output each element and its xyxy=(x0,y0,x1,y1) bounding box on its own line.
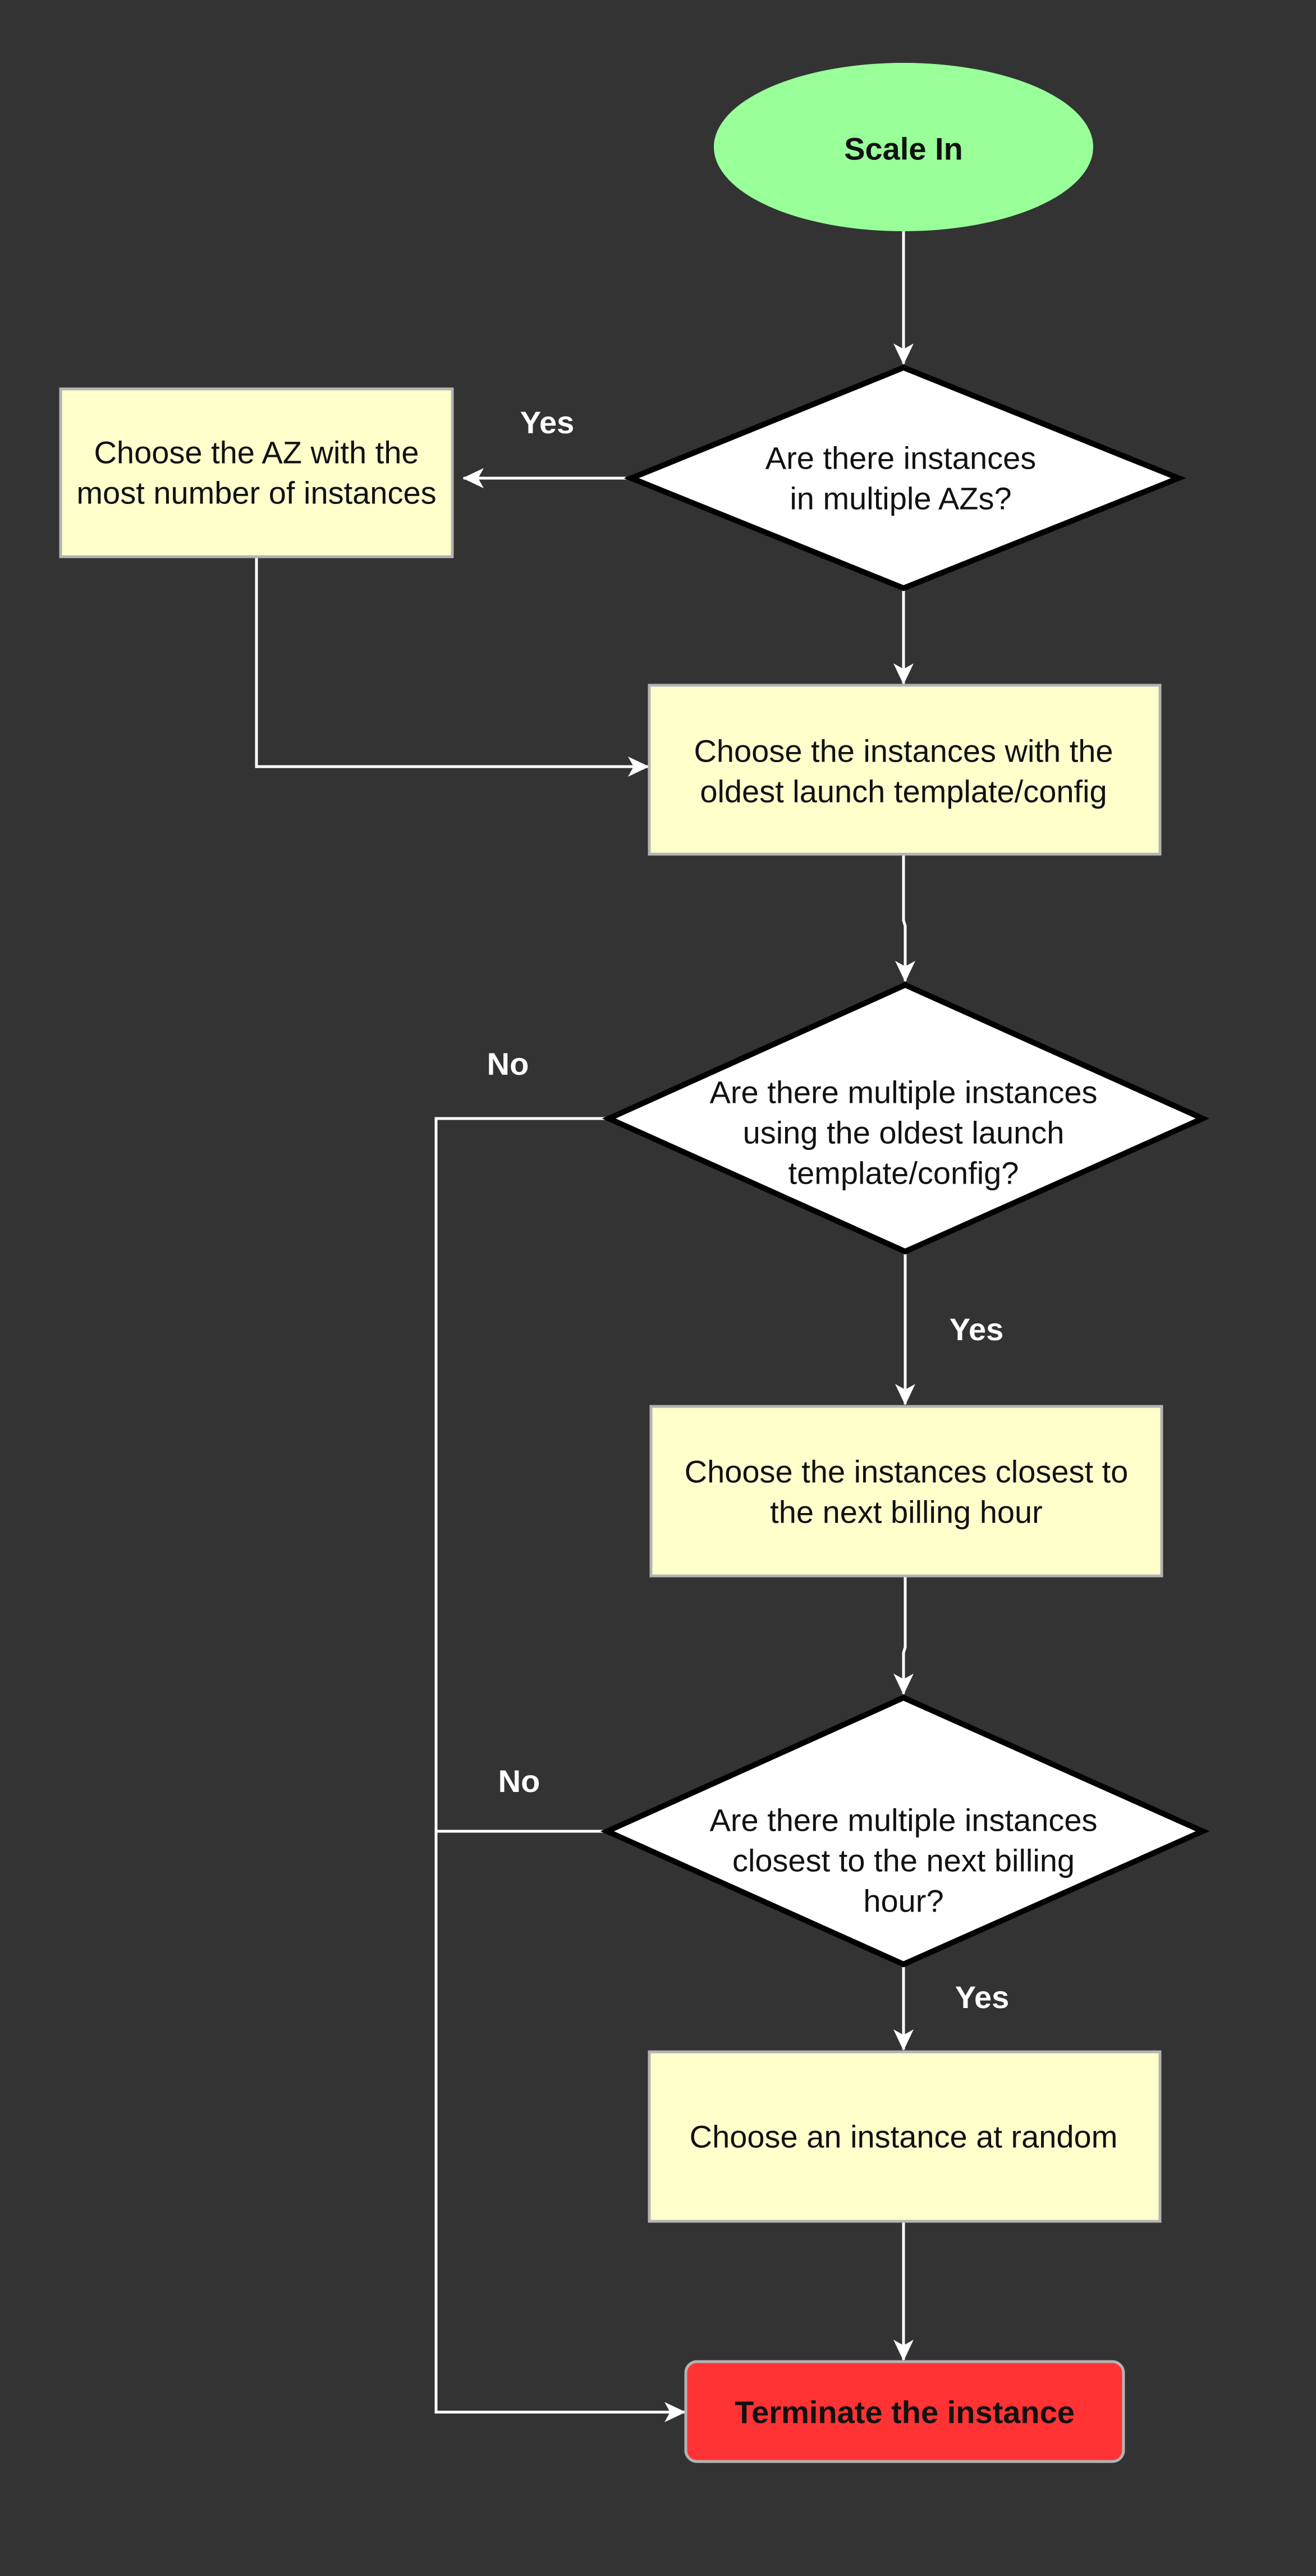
label-line: Are there multiple instances xyxy=(709,1803,1097,1838)
start-label: Scale In xyxy=(844,131,963,166)
decision-multiple-azs: Are there instances in multiple AZs? xyxy=(623,364,1186,592)
label-line: oldest launch template/config xyxy=(700,774,1107,809)
edge-labels: Yes No Yes No Yes xyxy=(487,405,1010,2015)
label-line: Are there instances xyxy=(765,441,1036,476)
label-line: most number of instances xyxy=(76,475,436,511)
label-line: Terminate the instance xyxy=(735,2394,1075,2430)
edge-label-billing-hour-no: No xyxy=(498,1763,540,1799)
choose-oldest-template-label: Choose the instances with the oldest laun… xyxy=(694,734,1113,809)
label-line: the next billing hour xyxy=(770,1495,1043,1530)
edge-label-oldest-template-no: No xyxy=(487,1046,529,1081)
terminate-label: Terminate the instance xyxy=(735,2394,1075,2430)
label-line: Choose an instance at random xyxy=(690,2119,1118,2155)
edge-choose-az-to-oldest-template xyxy=(255,557,649,777)
label-line: in multiple AZs? xyxy=(790,481,1011,516)
label-line: using the oldest launch xyxy=(743,1115,1065,1151)
nodes: Scale In Are there instances in multiple … xyxy=(59,63,1210,2463)
edge-label-oldest-template-yes: Yes xyxy=(950,1312,1004,1347)
decision-billing-hour: Are there multiple instances closest to t… xyxy=(600,1694,1210,1968)
label-line: Choose the instances closest to xyxy=(685,1454,1129,1489)
terminate-node: Terminate the instance xyxy=(684,2360,1125,2463)
decision-multiple-azs-label: Are there instances in multiple AZs? xyxy=(765,441,1036,516)
choose-billing-hour-process: Choose the instances closest to the next … xyxy=(649,1405,1163,1578)
label-line: closest to the next billing xyxy=(732,1843,1075,1878)
edges xyxy=(255,231,915,2422)
edge-oldest-template-to-decision-oldest xyxy=(895,855,915,982)
choose-oldest-template-process: Choose the instances with the oldest laun… xyxy=(648,684,1162,856)
edge-billing-hour-to-decision-billing xyxy=(893,1576,914,1695)
label-line: template/config? xyxy=(788,1156,1019,1191)
start-node: Scale In xyxy=(714,63,1093,231)
label-line: Choose the AZ with the xyxy=(94,435,419,470)
decision-oldest-template-label: Are there multiple instances using the ol… xyxy=(709,1075,1097,1191)
decision-billing-hour-label: Are there multiple instances closest to t… xyxy=(709,1803,1097,1919)
label-line: hour? xyxy=(863,1883,943,1919)
label-line: Scale In xyxy=(844,131,963,166)
choose-random-process: Choose an instance at random xyxy=(648,2050,1162,2223)
label-line: Choose the instances with the xyxy=(694,734,1113,769)
edge-label-billing-hour-yes: Yes xyxy=(955,1979,1010,2015)
decision-oldest-template: Are there multiple instances using the ol… xyxy=(602,982,1210,1255)
label-line: Are there multiple instances xyxy=(709,1075,1097,1110)
choose-billing-hour-label: Choose the instances closest to the next … xyxy=(685,1454,1129,1530)
choose-random-label: Choose an instance at random xyxy=(690,2119,1118,2155)
choose-az-process: Choose the AZ with the most number of ins… xyxy=(59,387,454,558)
edge-decision-oldest-no-to-terminate xyxy=(434,1117,686,2422)
choose-az-label: Choose the AZ with the most number of ins… xyxy=(76,435,436,511)
edge-label-multiple-azs-yes: Yes xyxy=(520,405,575,440)
